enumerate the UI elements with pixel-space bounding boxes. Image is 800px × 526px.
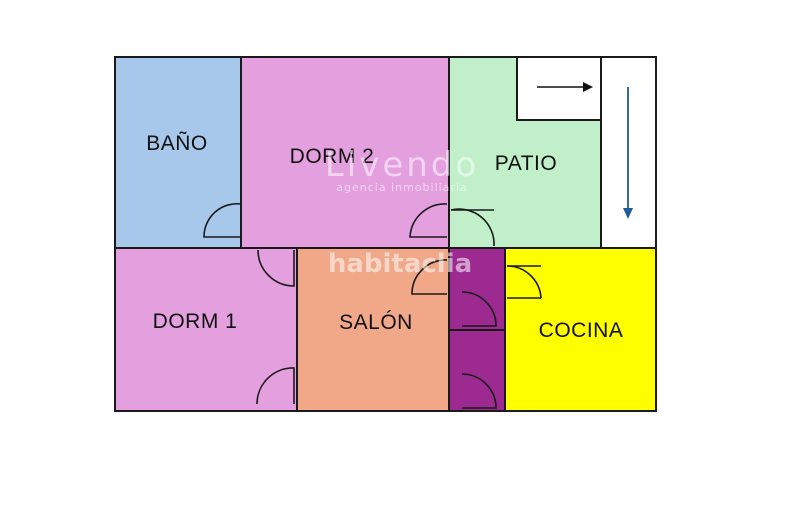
room-bano [115,57,241,248]
door-dorm1-top [257,249,295,287]
door-bano [203,202,242,238]
door-salon [411,259,448,295]
door-patio [450,208,495,247]
label-cocina: COCINA [539,319,624,342]
label-bano: BAÑO [146,131,208,155]
door-cocina [506,265,542,299]
label-dorm1: DORM 1 [153,310,238,333]
room-salon [297,248,449,411]
label-dorm2: DORM 2 [290,145,375,168]
watermark-tagline: agencia inmobiliaria [336,181,468,194]
door-pasillo-2 [461,373,497,409]
room-dorm1 [115,248,297,411]
watermark-portal: habitaclia [328,249,472,279]
door-dorm2 [409,203,448,238]
arrow-right-icon [537,82,593,92]
door-dorm1-bottom [256,367,295,405]
door-pasillo-1 [461,291,497,327]
label-salon: SALÓN [339,311,413,334]
doors [203,202,542,409]
room-dorm2 [241,57,449,248]
label-patio: PATIO [495,152,557,175]
watermark-brand: Livendo [325,145,479,185]
watermark: Livendo agencia inmobiliaria habitaclia [325,145,479,279]
arrow-down-icon [623,87,633,219]
